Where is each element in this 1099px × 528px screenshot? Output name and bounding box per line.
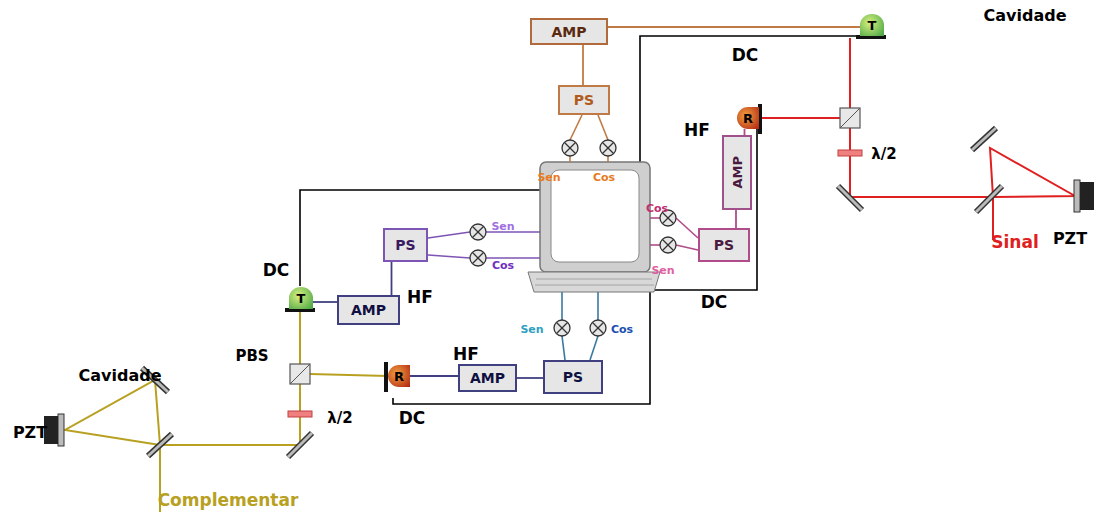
annotation-label: Sen xyxy=(520,323,543,336)
annotation-label: PBS xyxy=(235,347,268,365)
annotation-label: DC xyxy=(399,408,426,428)
optics xyxy=(44,364,312,457)
signal-wire xyxy=(517,377,543,379)
annotation-label: Cos xyxy=(611,323,633,336)
computer xyxy=(528,162,660,292)
detector-symbol: R xyxy=(737,107,759,129)
node-text: AMP xyxy=(551,24,586,40)
node-text: R xyxy=(394,369,404,384)
node-text: AMP xyxy=(730,156,745,189)
node-text: T xyxy=(868,18,877,33)
annotation-label: λ/2 xyxy=(327,409,352,427)
annotation-label: Cavidade xyxy=(78,366,161,385)
annotation-label: PZT xyxy=(1053,229,1087,248)
process-box: AMP xyxy=(458,364,517,392)
signal-wire xyxy=(735,210,737,228)
detector-symbol: T xyxy=(289,287,313,309)
annotation-label: Sinal xyxy=(991,232,1038,252)
annotation-label: DC xyxy=(263,260,290,280)
node-text: PS xyxy=(574,92,594,108)
annotation-label: Sen xyxy=(491,220,514,233)
node-text: AMP xyxy=(470,370,505,386)
annotation-label: DC xyxy=(732,45,759,65)
annotation-label: Cos xyxy=(646,202,668,215)
node-text: AMP xyxy=(351,302,386,318)
annotation-label: Cos xyxy=(593,171,615,184)
detector-symbol: T xyxy=(860,14,884,36)
node-text: T xyxy=(297,291,306,306)
process-box: AMP xyxy=(530,18,608,45)
optics xyxy=(838,108,1094,212)
node-text: PS xyxy=(563,369,583,385)
process-box: AMP xyxy=(337,295,400,325)
process-box: PS xyxy=(543,360,603,394)
annotation-label: λ/2 xyxy=(871,145,896,163)
annotation-label: PZT xyxy=(13,423,47,442)
annotation-label: HF xyxy=(453,344,479,364)
annotation-label: Complementar xyxy=(158,490,299,510)
process-box: PS xyxy=(698,228,750,262)
annotation-label: HF xyxy=(684,120,710,140)
signal-wire xyxy=(391,262,393,295)
detector-symbol: R xyxy=(388,365,410,387)
signal-wire xyxy=(410,375,458,377)
signal-wire xyxy=(608,26,860,28)
signal-wire xyxy=(313,301,337,303)
mixer-symbol xyxy=(470,140,676,336)
node-text: PS xyxy=(714,237,734,253)
signal-wire xyxy=(582,45,584,85)
node-text: PS xyxy=(395,237,415,253)
annotation-label: Sen xyxy=(537,171,560,184)
annotation-label: DC xyxy=(701,292,728,312)
annotation-label: Cos xyxy=(492,259,514,272)
process-box: AMP xyxy=(722,135,752,210)
annotation-label: Sen xyxy=(651,264,674,277)
process-box: PS xyxy=(383,228,428,262)
dc-wire xyxy=(300,36,860,404)
process-box: PS xyxy=(558,85,610,115)
node-text: R xyxy=(743,111,753,126)
annotation-label: Cavidade xyxy=(983,6,1066,25)
annotation-label: HF xyxy=(407,287,433,307)
